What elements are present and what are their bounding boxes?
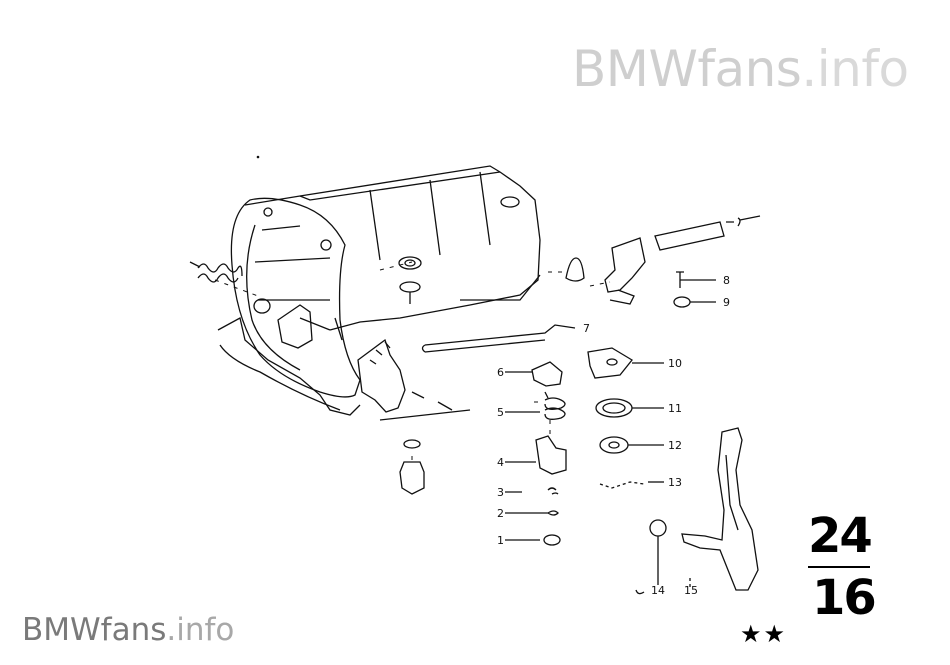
spring-11	[595, 398, 664, 418]
group-number-bottom: 16	[812, 570, 877, 626]
spring-left	[189, 261, 243, 283]
rating-stars: ★★	[740, 621, 788, 648]
callout-13: 13	[668, 476, 682, 489]
callout-15: 15	[684, 584, 698, 597]
washer-12	[599, 436, 664, 454]
callout-5: 5	[497, 406, 504, 419]
watermark-bottom: BMWfans.info	[22, 612, 234, 648]
callout-8: 8	[723, 274, 730, 287]
callout-3: 3	[497, 486, 504, 499]
selector-lever-shaft	[604, 215, 761, 305]
cam-6	[505, 361, 563, 387]
clip-13	[599, 481, 664, 489]
transmission-housing	[217, 165, 541, 421]
callout-7: 7	[583, 322, 590, 335]
selector-lever-15	[681, 427, 759, 591]
watermark-top: BMWfans.info	[572, 40, 909, 98]
torsion-spring-top	[565, 257, 585, 282]
nut-and-washer	[398, 256, 422, 304]
callout-9: 9	[723, 296, 730, 309]
part-1	[505, 534, 561, 546]
clip-14	[635, 519, 667, 595]
callout-12: 12	[668, 439, 682, 452]
pin-8	[676, 271, 716, 288]
callout-10: 10	[668, 357, 682, 370]
callout-11: 11	[668, 402, 682, 415]
watermark-top-brand: BMWfans	[572, 40, 802, 98]
group-number-top: 24	[808, 508, 873, 564]
watermark-bottom-brand: BMWfans	[22, 612, 167, 648]
selector-shaft-assembly	[253, 298, 453, 413]
part-3	[505, 487, 559, 495]
callout-14: 14	[651, 584, 665, 597]
bushing	[399, 439, 425, 495]
callout-6: 6	[497, 366, 504, 379]
watermark-top-suffix: .info	[801, 40, 909, 98]
rod-7	[421, 324, 576, 353]
watermark-bottom-suffix: .info	[166, 612, 235, 648]
group-number-divider	[808, 566, 870, 568]
stray-dot	[256, 155, 260, 159]
spring-5	[505, 391, 566, 420]
part-2	[505, 510, 559, 516]
center-lines	[214, 261, 611, 462]
callout-2: 2	[497, 507, 504, 520]
lever-4	[505, 435, 567, 475]
plate-10	[587, 347, 664, 379]
callout-1: 1	[497, 534, 504, 547]
nut-9	[673, 296, 716, 308]
callout-4: 4	[497, 456, 504, 469]
